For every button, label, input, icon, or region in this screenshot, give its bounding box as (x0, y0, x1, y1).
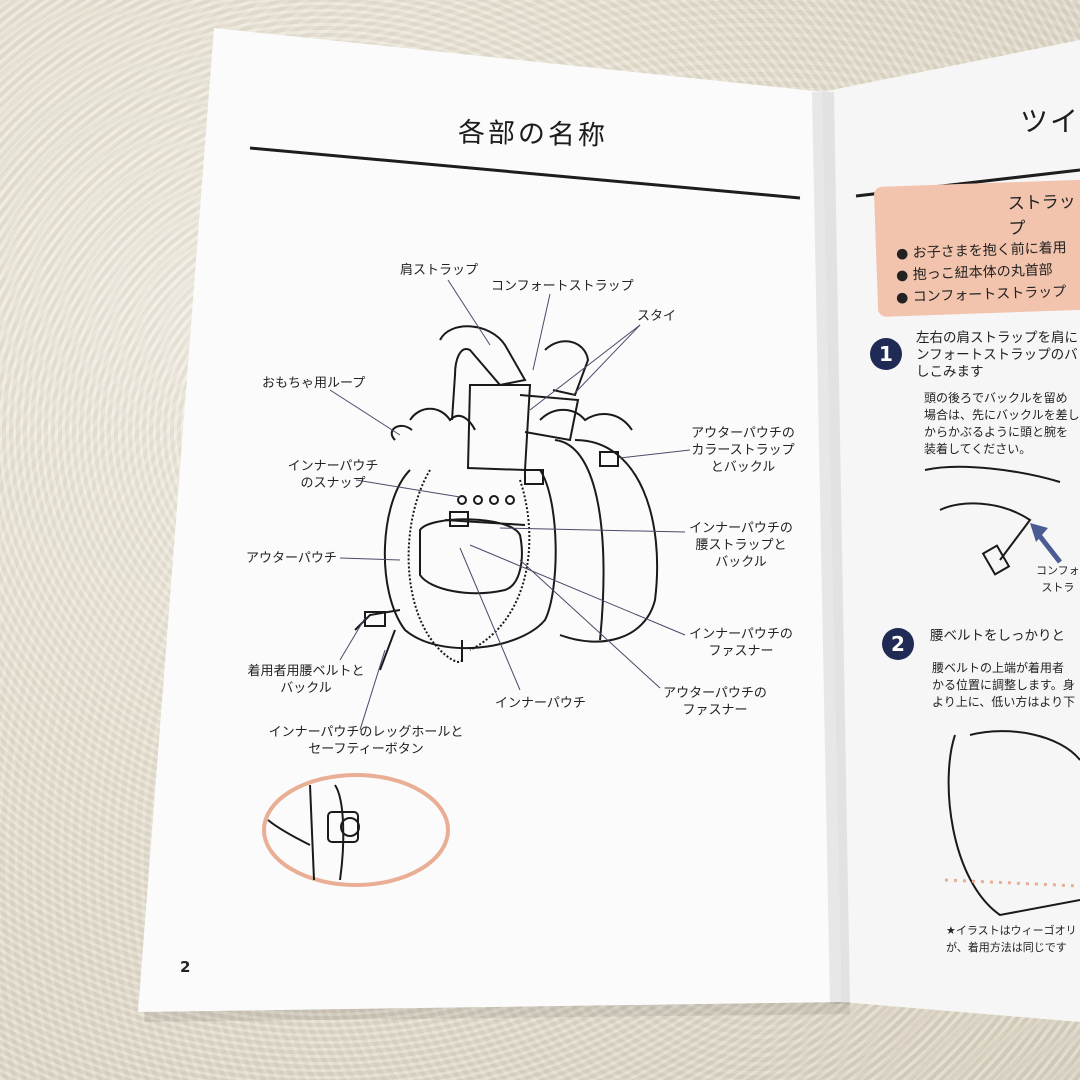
step-1-badge: 1 (870, 338, 902, 370)
comfort-strap-arrow-label: コンフォ ストラ (1036, 564, 1080, 594)
heading-rule (249, 146, 801, 200)
label-collar-strap: アウターパウチの カラーストラップ とバックル (691, 426, 795, 475)
leg-hole-detail-ring (262, 773, 450, 887)
label-inner-pouch-snap: インナーパウチ のスナップ (287, 459, 379, 491)
label-toy-loop: おもちゃ用ループ (262, 376, 366, 391)
step-2-text: 腰ベルトをしっかりと (930, 628, 1065, 644)
label-leg-hole: インナーパウチのレッグホールと セーフティーボタン (268, 725, 464, 757)
label-inner-pouch: インナーパウチ (495, 696, 586, 711)
callout-title: ストラップ (1007, 191, 1076, 240)
label-wearer-waist-belt: 着用者用腰ベルトと バックル (247, 664, 365, 696)
step-2-subtext: 腰ベルトの上端が着用者 かる位置に調整します。身 より上に、低い方はより下 (932, 661, 1076, 709)
page-title: 各部の名称 (457, 117, 609, 152)
step-2-badge: 2 (882, 628, 914, 660)
label-outer-pouch: アウターパウチ (246, 551, 337, 566)
step-1-text: 左右の肩ストラップを肩に ンフォートストラップのバ しこみます (916, 330, 1078, 380)
right-page-title: ツイ (1020, 105, 1080, 138)
step-1-subtext: 頭の後ろでバックルを留め 場合は、先にバックルを差し からかぶるように頭と腕を … (924, 391, 1080, 456)
label-comfort-strap: コンフォートストラップ (491, 279, 634, 294)
leader-lines (329, 279, 691, 731)
illustration-note: ★イラストはウィーゴオリ が、着用方法は同じです (946, 924, 1077, 954)
baby-carrier-illustration (354, 325, 659, 671)
label-inner-zipper: インナーパウチの ファスナー (689, 627, 793, 659)
left-page (138, 28, 842, 1012)
label-inner-waist-strap: インナーパウチの 腰ストラップと バックル (689, 521, 793, 570)
label-bib: スタイ (637, 309, 677, 324)
label-outer-zipper: アウターパウチの ファスナー (663, 686, 767, 718)
label-shoulder-strap: 肩ストラップ (400, 263, 479, 278)
page-number: 2 (180, 958, 191, 976)
